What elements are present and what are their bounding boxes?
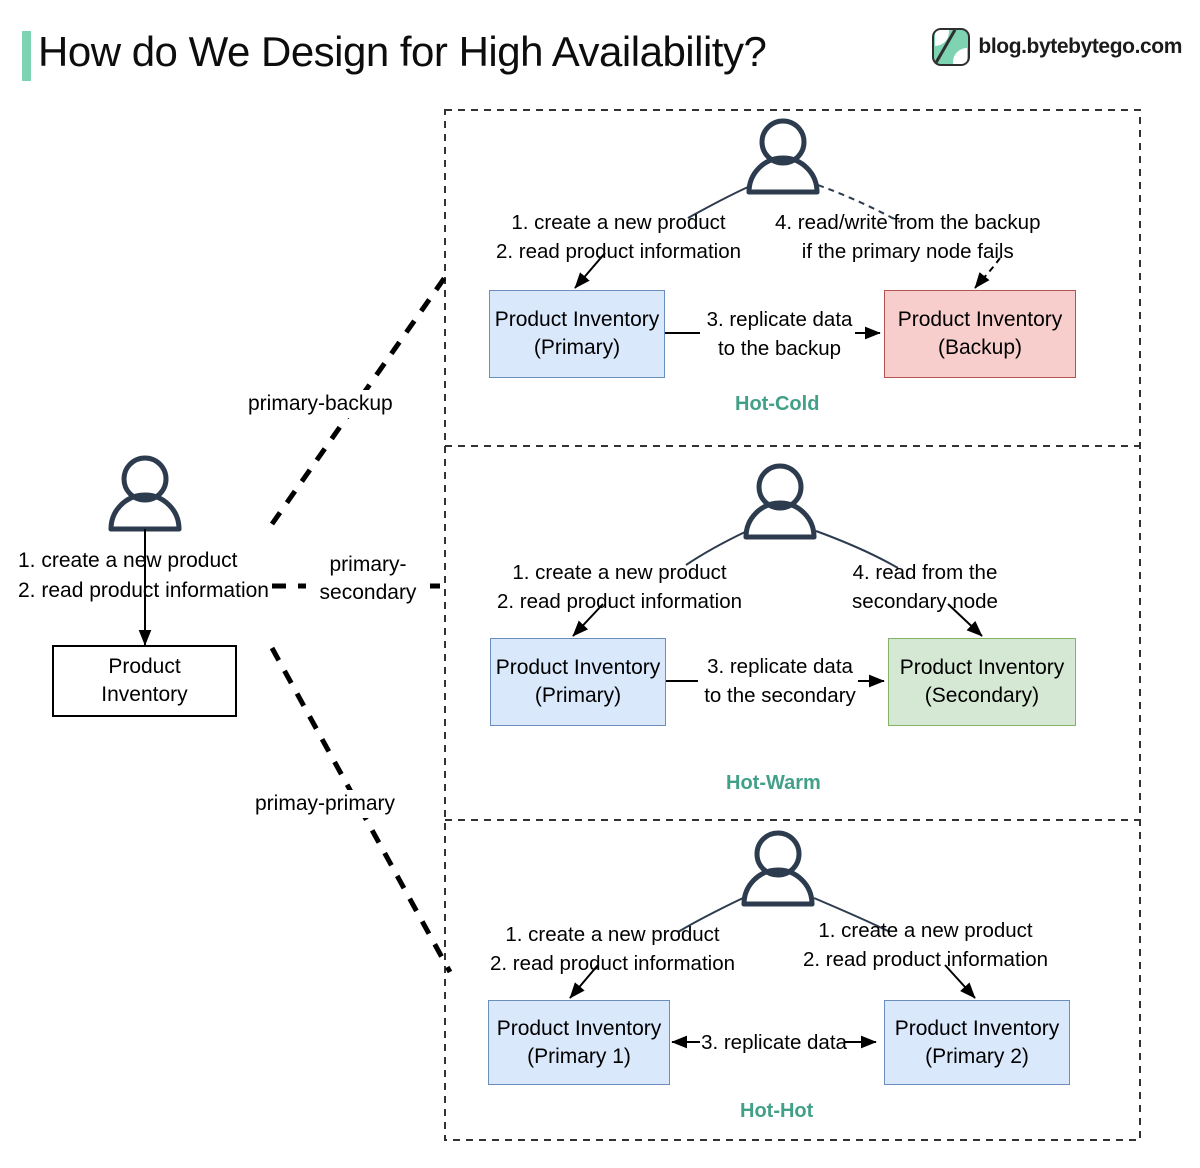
- hot-hot-primary2-line-2: (Primary 2): [925, 1044, 1029, 1068]
- hot-hot-panel-title: Hot-Hot: [740, 1100, 814, 1122]
- product-inventory-line-1: Product: [108, 655, 181, 678]
- hot-hot-left-caption: 1. create a new product 2. read product …: [490, 920, 735, 978]
- hot-warm-left-caption-line-1: 1. create a new product: [512, 561, 727, 584]
- hot-warm-secondary-line-1: Product Inventory: [899, 656, 1065, 679]
- hot-warm-secondary-box[interactable]: Product Inventory (Secondary): [888, 638, 1076, 726]
- hot-warm-left-caption: 1. create a new product 2. read product …: [497, 558, 742, 616]
- hot-cold-panel-title: Hot-Cold: [735, 393, 820, 415]
- hot-warm-primary-box[interactable]: Product Inventory (Primary): [490, 638, 666, 726]
- product-inventory-line-2: Inventory: [101, 683, 188, 706]
- hot-cold-backup-box[interactable]: Product Inventory (Backup): [884, 290, 1076, 378]
- hot-warm-right-caption: 4. read from the secondary node: [845, 558, 1005, 616]
- hot-hot-left-caption-line-1: 1. create a new product: [505, 923, 720, 946]
- hot-cold-replicate-line-1: 3. replicate data: [706, 308, 853, 331]
- hot-warm-replicate-caption: 3. replicate data to the secondary: [700, 652, 860, 710]
- hot-cold-left-caption-line-2: 2. read product information: [496, 240, 741, 263]
- hot-warm-panel-title: Hot-Warm: [726, 772, 821, 794]
- branch-label-primary-secondary-line-2: secondary: [319, 581, 417, 604]
- hot-hot-replicate-caption: 3. replicate data: [701, 1031, 847, 1054]
- hot-warm-left-caption-line-2: 2. read product information: [497, 590, 742, 613]
- hot-cold-left-caption: 1. create a new product 2. read product …: [496, 208, 741, 266]
- hot-hot-primary1-line-1: Product Inventory: [496, 1016, 662, 1040]
- hot-cold-right-caption-line-2: if the primary node fails: [801, 240, 1014, 263]
- brand-label: blog.bytebytego.com: [978, 35, 1182, 58]
- hot-warm-user-icon: [746, 466, 814, 537]
- title-accent-bar: [22, 31, 31, 81]
- hot-hot-primary2-line-1: Product Inventory: [894, 1016, 1060, 1040]
- hot-hot-primary1-line-2: (Primary 1): [527, 1044, 631, 1068]
- hot-warm-right-caption-line-2: secondary node: [852, 590, 998, 613]
- hot-cold-left-caption-line-1: 1. create a new product: [511, 211, 726, 234]
- hot-hot-right-caption-line-1: 1. create a new product: [818, 919, 1033, 942]
- hot-cold-primary-line-1: Product Inventory: [494, 308, 660, 331]
- hot-warm-primary-line-2: (Primary): [534, 684, 622, 707]
- hot-warm-secondary-line-2: (Secondary): [924, 684, 1040, 707]
- branch-label-primary-secondary: primary- secondary: [306, 551, 430, 607]
- hot-hot-primary2-box[interactable]: Product Inventory (Primary 2): [884, 1000, 1070, 1085]
- hot-cold-replicate-caption: 3. replicate data to the backup: [702, 305, 857, 363]
- left-caption-line-2: 2. read product information: [18, 579, 269, 602]
- hot-cold-right-caption-line-1: 4. read/write from the backup: [775, 211, 1041, 234]
- hot-hot-right-caption: 1. create a new product 2. read product …: [803, 916, 1048, 974]
- hot-cold-right-caption: 4. read/write from the backup if the pri…: [775, 208, 1041, 266]
- hot-cold-primary-line-2: (Primary): [533, 336, 621, 359]
- product-inventory-box[interactable]: Product Inventory: [52, 645, 237, 717]
- branch-label-primay-primary: primay-primary: [253, 790, 398, 818]
- hot-cold-replicate-line-2: to the backup: [717, 337, 842, 360]
- page-title: How do We Design for High Availability?: [38, 28, 767, 75]
- hot-cold-backup-line-1: Product Inventory: [897, 308, 1063, 331]
- hot-warm-replicate-line-1: 3. replicate data: [707, 655, 853, 678]
- hot-hot-primary1-box[interactable]: Product Inventory (Primary 1): [488, 1000, 670, 1085]
- bytebytego-logo-icon: [932, 28, 971, 66]
- left-caption-line-1: 1. create a new product: [18, 549, 238, 572]
- hot-hot-right-caption-line-2: 2. read product information: [803, 948, 1048, 971]
- left-user-icon: [111, 458, 179, 529]
- branch-label-primary-backup: primary-backup: [246, 390, 395, 418]
- hot-warm-primary-line-1: Product Inventory: [495, 656, 661, 679]
- hot-warm-replicate-line-2: to the secondary: [704, 684, 856, 707]
- hot-cold-user-icon: [749, 121, 817, 192]
- hot-hot-user-icon: [744, 833, 812, 904]
- hot-hot-left-caption-line-2: 2. read product information: [490, 952, 735, 975]
- hot-cold-primary-box[interactable]: Product Inventory (Primary): [489, 290, 665, 378]
- branch-label-primary-secondary-line-1: primary-: [329, 553, 407, 576]
- hot-warm-right-caption-line-1: 4. read from the: [852, 561, 998, 584]
- brand: blog.bytebytego.com: [932, 28, 1182, 66]
- left-user-caption: 1. create a new product 2. read product …: [18, 546, 288, 606]
- hot-cold-backup-line-2: (Backup): [937, 336, 1023, 359]
